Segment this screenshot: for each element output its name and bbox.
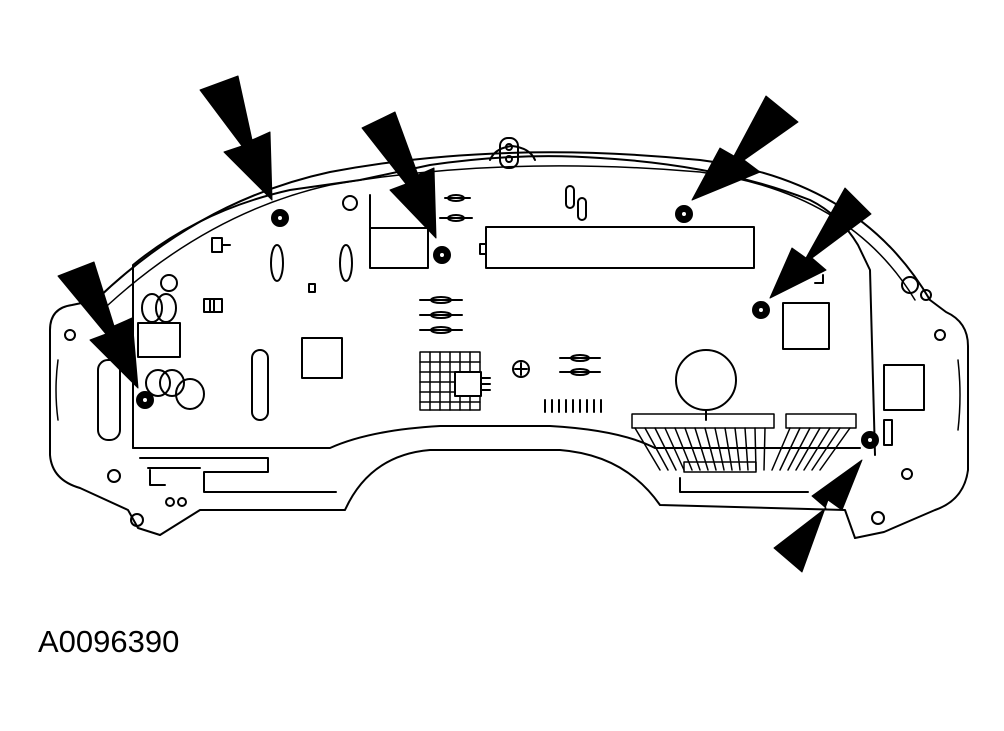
screws xyxy=(137,206,878,448)
screw xyxy=(137,392,153,408)
figure-code: A0096390 xyxy=(38,624,180,659)
arrow-icon xyxy=(200,76,272,200)
screw xyxy=(862,432,878,448)
arrow-icon xyxy=(774,460,862,572)
screw xyxy=(676,206,692,222)
arrow-icon xyxy=(58,262,138,388)
callout-arrows xyxy=(58,76,871,572)
circuit-board xyxy=(98,138,931,506)
arrow-icon xyxy=(770,188,871,298)
arrow-icon xyxy=(362,112,436,238)
screw xyxy=(753,302,769,318)
screw xyxy=(434,247,450,263)
arrow-icon xyxy=(692,96,798,200)
ribbon-connector xyxy=(632,414,856,472)
cluster-housing xyxy=(50,152,968,538)
screw xyxy=(272,210,288,226)
